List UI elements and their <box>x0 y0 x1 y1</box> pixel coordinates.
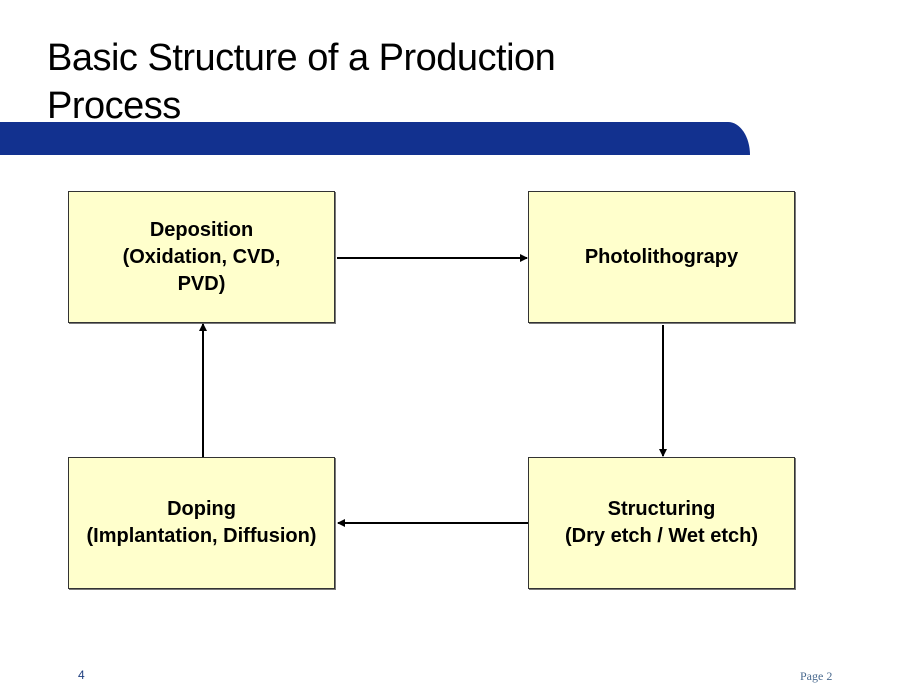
node-structuring-detail: (Dry etch / Wet etch) <box>565 525 758 547</box>
node-doping-label: Doping <box>167 498 236 520</box>
node-photolithography-label: Photolithograpy <box>584 245 739 268</box>
slide-title-line-1: Basic Structure of a Production <box>47 37 556 79</box>
node-deposition-detail-1: (Oxidation, CVD, <box>122 245 281 268</box>
node-structuring-label: Structuring <box>607 498 716 520</box>
node-structuring: Structuring (Dry etch / Wet etch) <box>528 457 795 589</box>
slide-title-line-2: Process <box>47 85 181 127</box>
node-photolithography: Photolithograpy <box>528 191 795 323</box>
node-deposition: Deposition (Oxidation, CVD, PVD) <box>68 191 335 323</box>
node-deposition-label: Deposition <box>149 218 254 241</box>
page-label: Page 2 <box>800 669 833 683</box>
node-doping: Doping (Implantation, Diffusion) <box>68 457 335 589</box>
node-deposition-detail-2: PVD) <box>177 272 226 295</box>
slide-number: 4 <box>78 668 85 682</box>
node-doping-detail: (Implantation, Diffusion) <box>86 525 317 547</box>
slide-title: Basic Structure of a Production Process <box>47 34 687 130</box>
title-banner <box>0 122 750 155</box>
